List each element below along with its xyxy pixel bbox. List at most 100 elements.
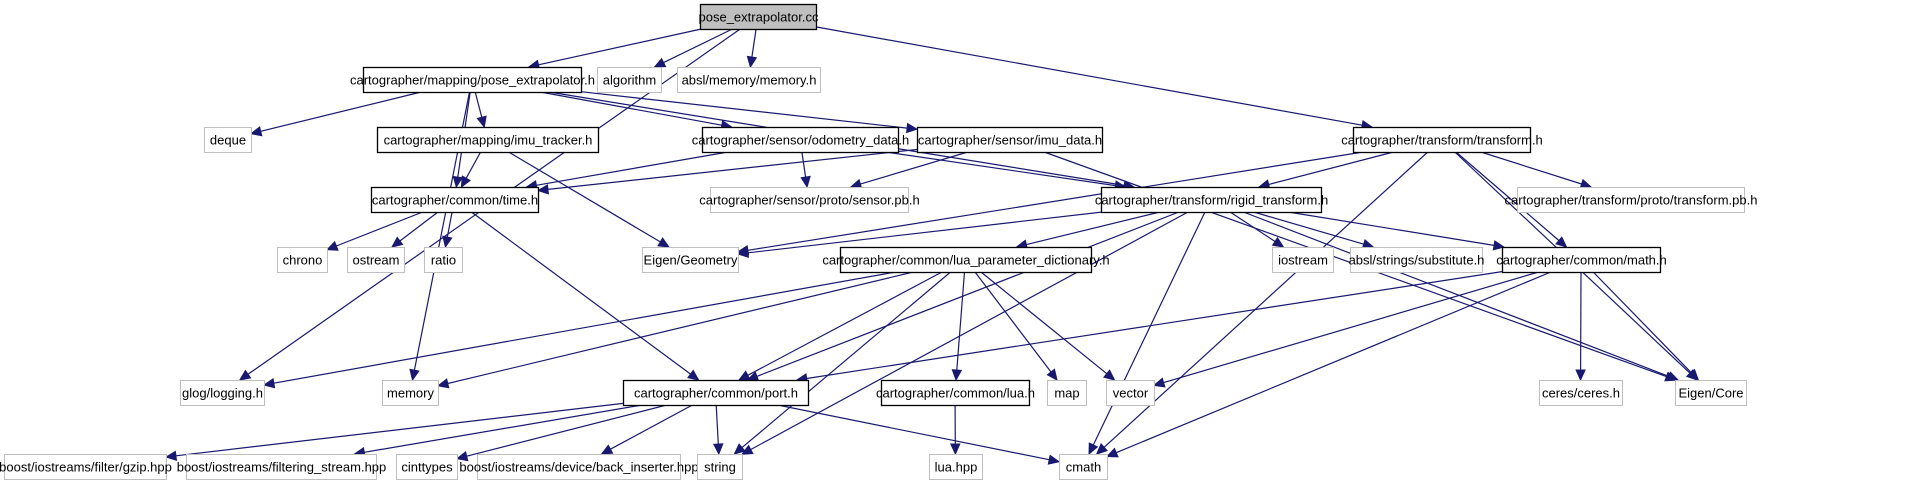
edge-line	[580, 91, 908, 129]
node-box	[370, 186, 540, 214]
node-box	[597, 67, 662, 93]
node-label: cartographer/sensor/imu_data.h	[918, 133, 1102, 148]
edge-line	[956, 271, 966, 371]
edge-line	[538, 28, 702, 66]
edge-line	[801, 151, 807, 178]
edge-imu_data-to-sensor_pb	[849, 151, 968, 189]
edge-line	[1268, 151, 1394, 186]
arrowhead-icon	[1088, 442, 1099, 456]
node-pe-h[interactable]: cartographer/mapping/pose_extrapolator.h	[350, 66, 595, 94]
edge-line	[336, 211, 423, 247]
edge-line	[399, 211, 439, 242]
node-eigen-geom: Eigen/Geometry	[642, 247, 739, 273]
edge-lua_h-to-lua_hpp	[950, 404, 961, 456]
node-cmath: cmath	[1059, 454, 1108, 480]
arrowhead-icon	[1046, 368, 1058, 381]
edge-rigid-to-cmath	[1088, 211, 1206, 456]
arrowhead-icon	[455, 451, 469, 462]
node-box	[916, 126, 1104, 154]
arrowhead-icon	[653, 57, 667, 68]
node-ceres: ceres/ceres.h	[1539, 380, 1623, 406]
node-odometry-data[interactable]: cartographer/sensor/odometry_data.h	[692, 126, 910, 154]
edge-lua_param-to-port_h	[737, 271, 943, 381]
node-label: cartographer/common/time.h	[372, 193, 538, 208]
arrowhead-icon	[476, 115, 487, 129]
arrowhead-icon	[442, 235, 453, 249]
edge-port_h-to-filtering	[353, 404, 643, 458]
node-label: absl/memory/memory.h	[682, 73, 817, 88]
edge-line	[260, 91, 422, 132]
node-label: cmath	[1066, 460, 1101, 475]
node-label: cinttypes	[401, 460, 453, 475]
edge-line	[815, 26, 1363, 126]
edge-line	[1243, 211, 1670, 377]
edge-lua_param-to-string	[733, 271, 951, 455]
node-box	[677, 67, 821, 93]
node-box	[1675, 380, 1747, 406]
arrowhead-icon	[1095, 442, 1108, 455]
edge-line	[1026, 211, 1161, 246]
arrowhead-icon	[733, 443, 746, 455]
node-absl-subst: absl/strings/substitute.h	[1349, 247, 1484, 273]
edge-transform_h-to-transform_pb	[1480, 151, 1593, 189]
node-box	[1350, 247, 1483, 273]
node-label: lua.hpp	[935, 460, 978, 475]
node-ratio: ratio	[424, 247, 463, 273]
arrowhead-icon	[409, 368, 420, 382]
node-label: algorithm	[603, 73, 656, 88]
edge-rigid-to-string	[740, 211, 1189, 455]
edge-lua_param-to-lua_h	[951, 271, 966, 382]
node-eigen-core: Eigen/Core	[1675, 380, 1747, 406]
edge-rigid-to-eigen_geom	[736, 211, 1103, 259]
node-time-h[interactable]: cartographer/common/time.h	[370, 186, 540, 214]
arrowhead-icon	[1105, 447, 1119, 458]
node-label: boost/iostreams/device/back_inserter.hpp	[459, 460, 698, 475]
node-transform-pb: cartographer/transform/proto/transform.p…	[1505, 187, 1757, 213]
edge-port_h-to-back_inserter	[600, 404, 693, 455]
node-root[interactable]: pose_extrapolator.cc	[699, 3, 819, 31]
node-rigid[interactable]: cartographer/transform/rigid_transform.h	[1095, 186, 1328, 214]
node-label: pose_extrapolator.cc	[699, 10, 819, 25]
arrowhead-icon	[536, 184, 549, 195]
node-box	[382, 380, 439, 406]
edge-lua_param-to-vector	[980, 271, 1116, 381]
edge-line	[1480, 151, 1582, 185]
node-lua-h[interactable]: cartographer/common/lua.h	[876, 379, 1035, 407]
arrowhead-icon	[687, 369, 700, 381]
node-lua-param[interactable]: cartographer/common/lua_parameter_dictio…	[822, 246, 1110, 274]
edge-pe_h-to-imu_tracker	[474, 91, 487, 129]
node-transform-h[interactable]: cartographer/transform/transform.h	[1341, 126, 1543, 154]
node-lua-hpp: lua.hpp	[929, 454, 983, 480]
edge-line	[465, 151, 482, 179]
arrowhead-icon	[1152, 377, 1166, 388]
node-imu-tracker[interactable]: cartographer/mapping/imu_tracker.h	[376, 126, 600, 154]
node-label: cartographer/common/port.h	[634, 386, 798, 401]
edge-line	[806, 271, 1503, 380]
edge-imu_data-to-time_h	[536, 148, 918, 195]
node-box	[1059, 454, 1108, 480]
node-chrono: chrono	[277, 247, 328, 273]
edge-port_h-to-cmath	[777, 404, 1061, 465]
node-imu-data[interactable]: cartographer/sensor/imu_data.h	[916, 126, 1104, 154]
node-label: cartographer/sensor/proto/sensor.pb.h	[699, 193, 919, 208]
edge-imu_tracker-to-eigen_geom	[508, 151, 670, 248]
node-port-h[interactable]: cartographer/common/port.h	[622, 379, 810, 407]
edge-line	[741, 271, 951, 449]
node-glog: glog/logging.h	[180, 380, 265, 406]
node-box	[622, 379, 810, 407]
arrowhead-icon	[736, 247, 749, 259]
edge-transform_h-to-cmath	[1095, 151, 1429, 455]
node-label: glog/logging.h	[182, 386, 263, 401]
node-label: iostream	[1278, 253, 1328, 268]
node-label: cartographer/common/math.h	[1496, 253, 1667, 268]
node-math-h[interactable]: cartographer/common/math.h	[1496, 246, 1667, 274]
node-label: cartographer/transform/rigid_transform.h	[1095, 193, 1328, 208]
arrowhead-icon	[238, 369, 252, 381]
arrowhead-icon	[1271, 236, 1285, 248]
node-box	[697, 454, 743, 480]
node-box	[839, 246, 1093, 274]
node-back-inserter: boost/iostreams/device/back_inserter.hpp	[459, 454, 699, 480]
edge-time_h-to-ostream	[391, 211, 439, 248]
arrowhead-icon	[1555, 236, 1568, 248]
